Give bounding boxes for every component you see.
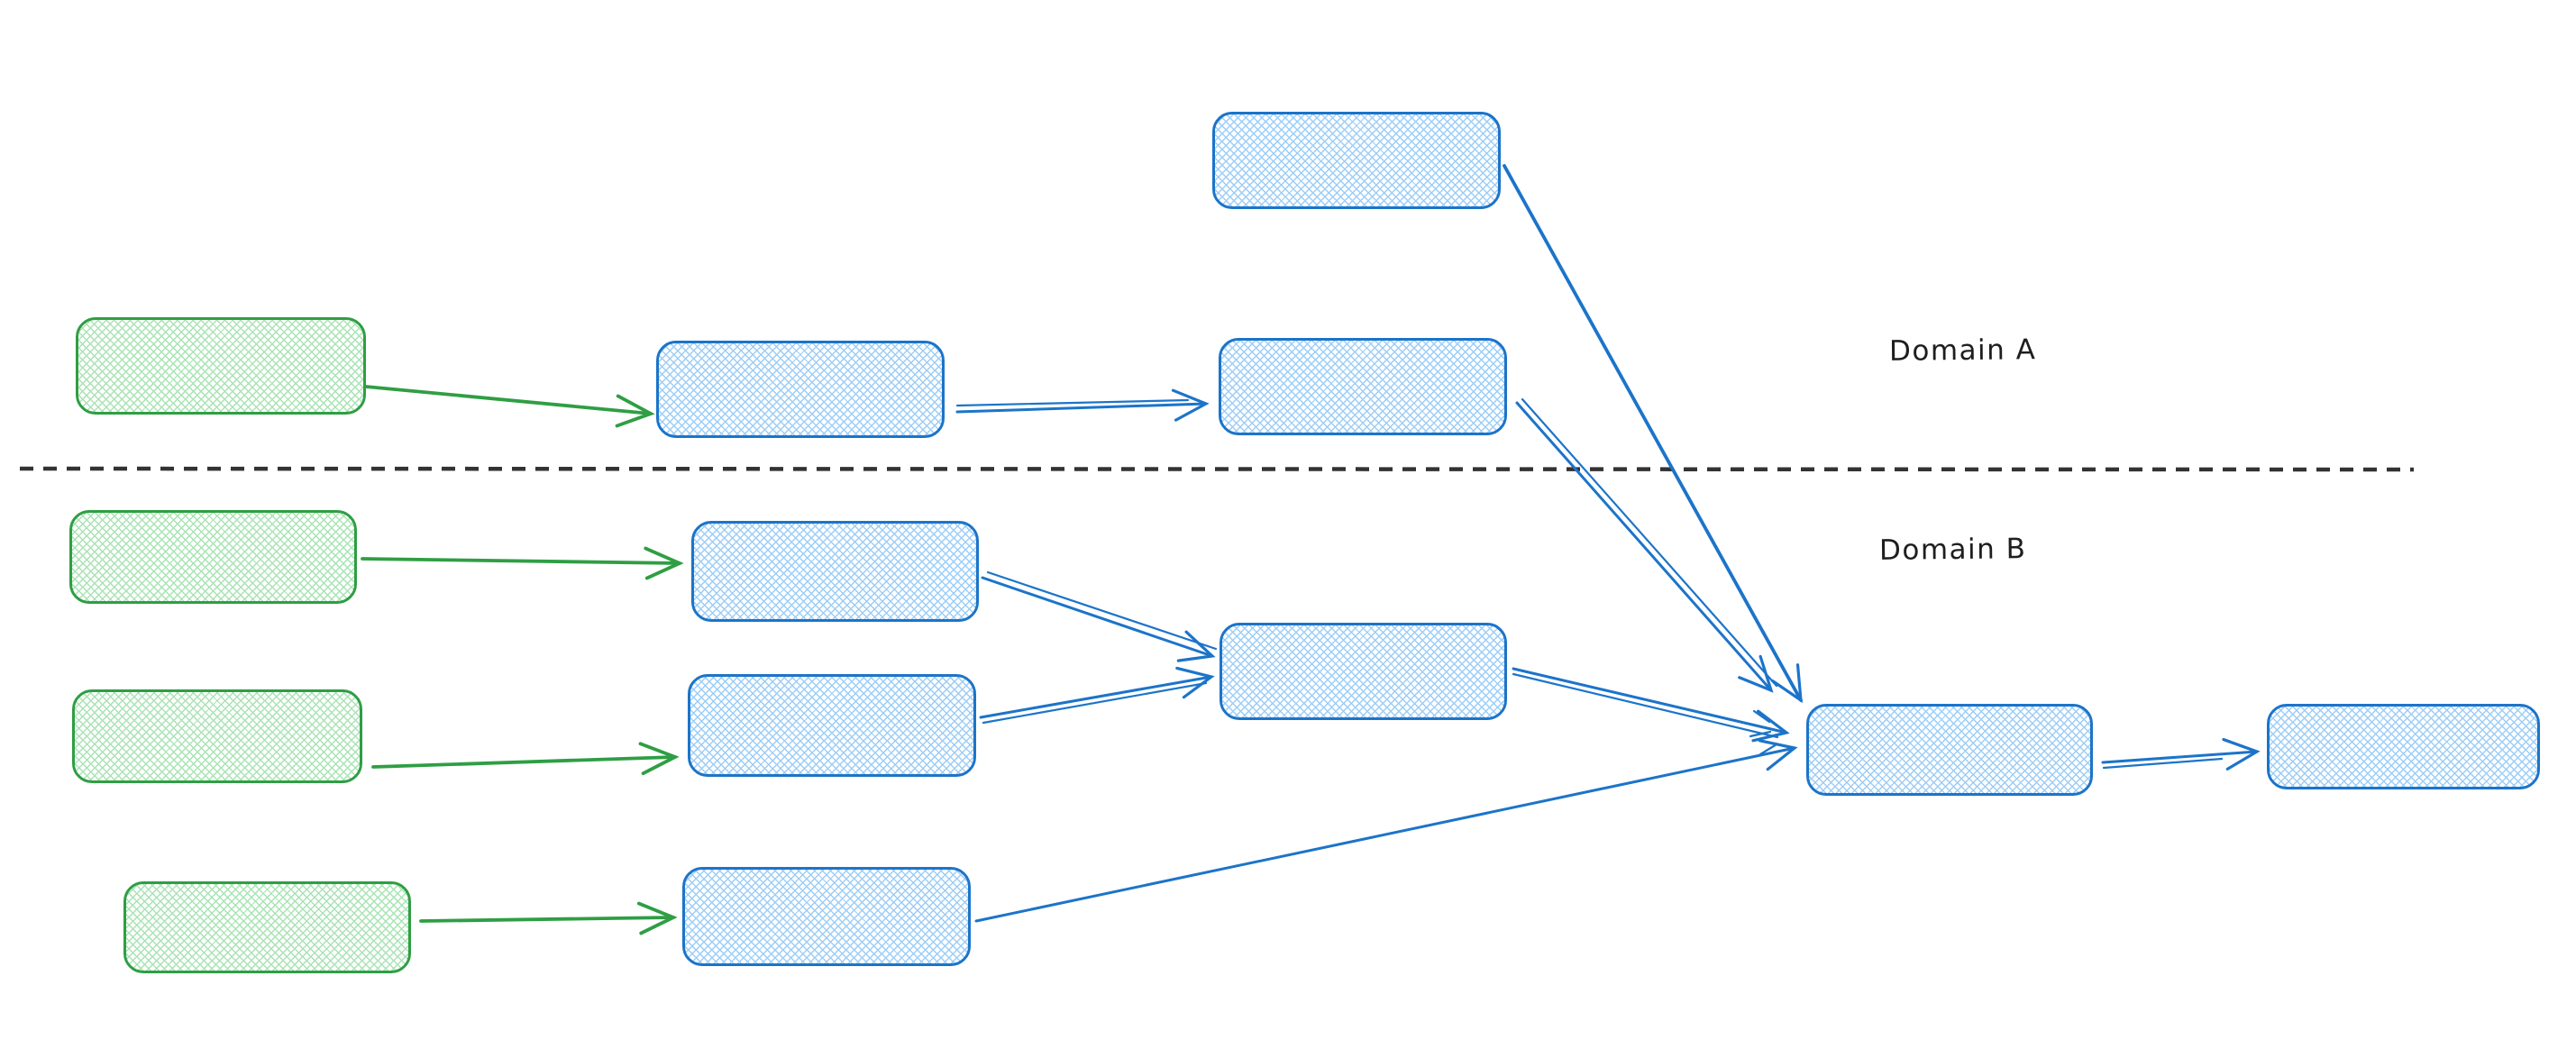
domain-b-label[interactable]: Domain B [1878,533,2027,567]
node-hub-blue[interactable] [1806,704,2093,796]
arrow-b-source-3-green-to-b-step-3-blue[interactable] [419,901,678,935]
arrow-a-step-2-blue-to-hub-blue[interactable] [1515,397,1778,693]
domain-a-label[interactable]: Domain A [1888,333,2037,368]
node-a-step-1-blue[interactable] [656,341,945,438]
node-b-step-3-blue[interactable] [682,867,971,966]
node-a-source-green[interactable] [76,317,366,415]
arrow-a-step-1-blue-to-a-step-2-blue[interactable] [955,388,1210,422]
domain-divider-line[interactable] [19,466,2415,472]
node-b-source-1-green[interactable] [69,510,357,604]
arrow-b-source-1-green-to-b-step-1-blue[interactable] [361,546,684,580]
node-b-merge-blue[interactable] [1219,623,1507,720]
arrow-b-step-3-blue-to-hub-blue[interactable] [974,739,1798,923]
arrow-b-merge-blue-to-hub-blue[interactable] [1512,667,1790,743]
node-final-blue[interactable] [2267,704,2540,789]
arrowhead-scribble [1749,709,1778,756]
node-b-step-2-blue[interactable] [688,674,976,777]
arrow-b-source-2-green-to-b-step-2-blue[interactable] [371,742,680,776]
arrow-b-step-1-blue-to-b-merge-blue[interactable] [981,570,1218,662]
node-a-floating-blue[interactable] [1212,112,1501,209]
node-b-source-2-green[interactable] [72,689,362,783]
arrow-a-source-green-to-a-step-1-blue[interactable] [364,385,655,428]
arrow-a-floating-blue-to-hub-blue[interactable] [1503,164,1803,704]
node-b-source-3-green[interactable] [123,881,411,973]
arrow-hub-blue-to-final-blue[interactable] [2101,737,2261,771]
node-b-step-1-blue[interactable] [691,521,979,622]
node-a-step-2-blue[interactable] [1219,338,1507,435]
arrow-b-step-2-blue-to-b-merge-blue[interactable] [979,666,1215,725]
